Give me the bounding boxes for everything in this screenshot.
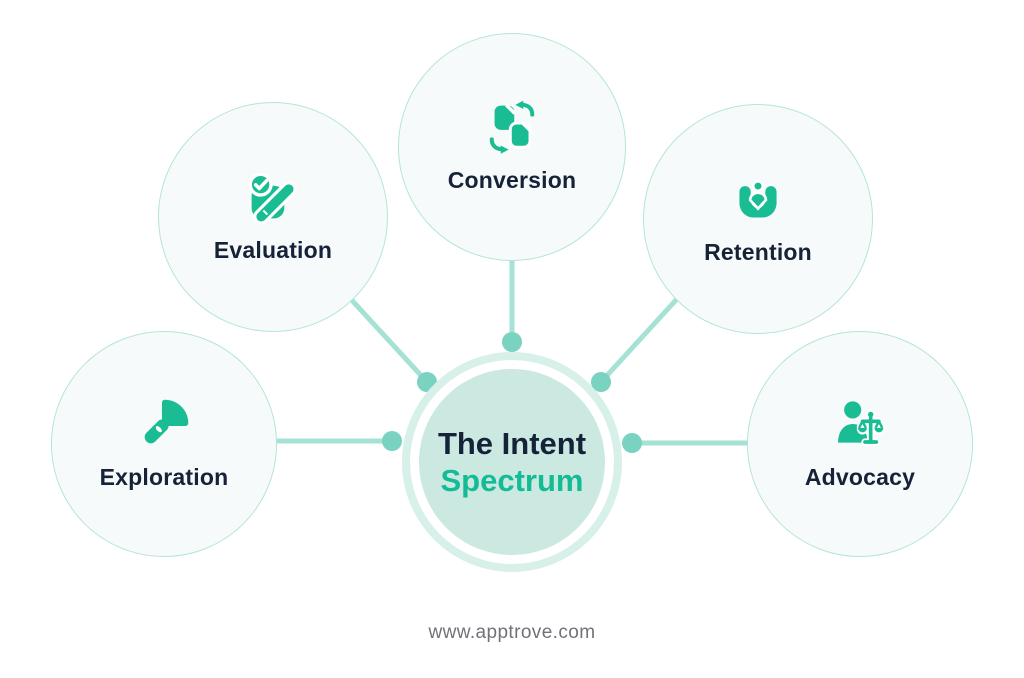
node-label: Exploration — [99, 464, 229, 490]
checkmark-pen-icon — [246, 170, 300, 224]
center-circle: The Intent Spectrum — [402, 352, 622, 572]
center-title-line2: Spectrum — [440, 463, 584, 498]
person-with-scale-icon — [833, 397, 887, 451]
scale-glyph — [857, 411, 884, 444]
connector-advocacy — [622, 433, 757, 453]
center-title-line1: The Intent — [437, 426, 587, 461]
node-label: Retention — [704, 239, 812, 265]
node-advocacy: Advocacy — [747, 331, 973, 557]
node-evaluation: Evaluation — [158, 102, 388, 332]
file-transfer-icon — [485, 100, 539, 154]
connector-evaluation — [345, 293, 437, 392]
website-url: www.apptrove.com — [428, 622, 596, 643]
connector-exploration — [267, 431, 402, 451]
node-exploration: Exploration — [51, 331, 277, 557]
center-inner-circle: The Intent Spectrum — [419, 369, 605, 555]
connector-conversion — [502, 249, 522, 352]
node-conversion: Conversion — [398, 33, 626, 261]
flashlight-icon — [137, 397, 191, 451]
node-label: Conversion — [447, 167, 577, 193]
node-label: Evaluation — [213, 237, 333, 263]
node-retention: Retention — [643, 104, 873, 334]
node-label: Advocacy — [804, 464, 916, 490]
hands-holding-person-icon — [731, 172, 785, 226]
connector-retention — [591, 297, 679, 392]
